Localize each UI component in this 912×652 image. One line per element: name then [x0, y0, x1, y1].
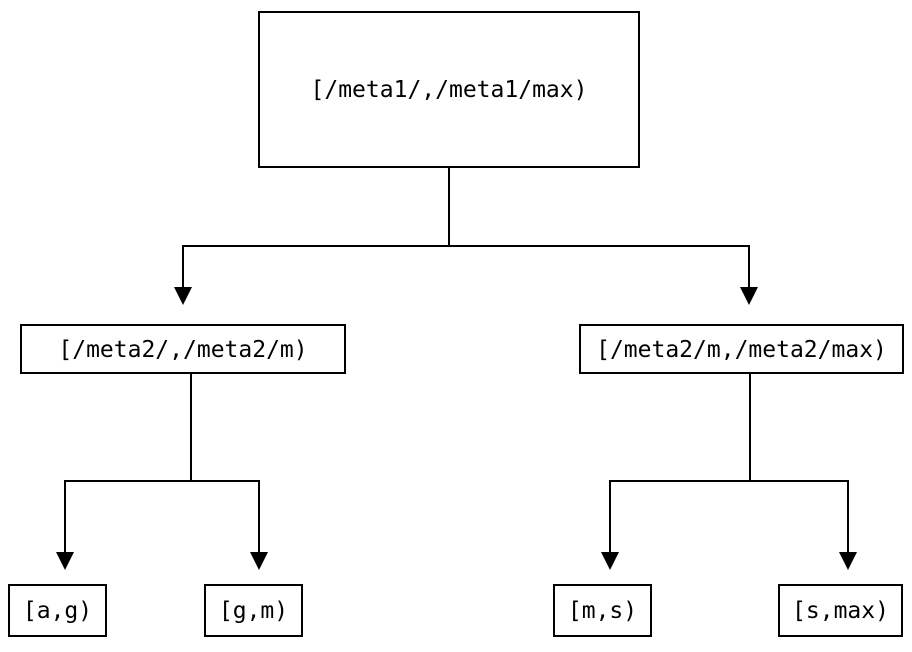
edge-right-branch-bar [609, 480, 849, 482]
node-left-branch[interactable]: [/meta2/,/meta2/m) [20, 324, 346, 374]
arrowhead-root-to-left-branch [174, 287, 192, 305]
node-leaf-g-m[interactable]: [g,m) [204, 584, 303, 637]
arrowhead-left-branch-to-leaf-g-m [250, 552, 268, 570]
edge-right-branch-to-leaf-m-s [609, 480, 611, 552]
edge-root-to-left-branch [182, 245, 184, 287]
edge-root-to-right-branch [748, 245, 750, 287]
node-root[interactable]: [/meta1/,/meta1/max) [258, 11, 640, 168]
node-leaf-s-max[interactable]: [s,max) [778, 584, 903, 637]
node-right-branch-label: [/meta2/m,/meta2/max) [596, 336, 887, 363]
arrowhead-right-branch-to-leaf-m-s [601, 552, 619, 570]
node-leaf-a-g[interactable]: [a,g) [8, 584, 107, 637]
arrowhead-root-to-right-branch [740, 287, 758, 305]
node-leaf-a-g-label: [a,g) [22, 598, 93, 624]
arrowhead-left-branch-to-leaf-a-g [56, 552, 74, 570]
node-leaf-s-max-label: [s,max) [792, 598, 889, 624]
node-left-branch-label: [/meta2/,/meta2/m) [58, 336, 308, 363]
node-leaf-m-s[interactable]: [m,s) [553, 584, 652, 637]
arrowhead-right-branch-to-leaf-s-max [839, 552, 857, 570]
edge-root-stem [448, 168, 450, 247]
edge-right-branch-to-leaf-s-max [847, 480, 849, 552]
edge-left-branch-to-leaf-g-m [258, 480, 260, 552]
edge-left-branch-bar [64, 480, 260, 482]
edge-right-branch-stem [749, 374, 751, 481]
node-right-branch[interactable]: [/meta2/m,/meta2/max) [579, 324, 904, 374]
node-leaf-g-m-label: [g,m) [218, 598, 289, 624]
node-root-label: [/meta1/,/meta1/max) [310, 77, 588, 103]
node-leaf-m-s-label: [m,s) [567, 598, 638, 624]
edge-left-branch-to-leaf-a-g [64, 480, 66, 552]
edge-left-branch-stem [190, 374, 192, 481]
edge-root-bar [182, 245, 750, 247]
